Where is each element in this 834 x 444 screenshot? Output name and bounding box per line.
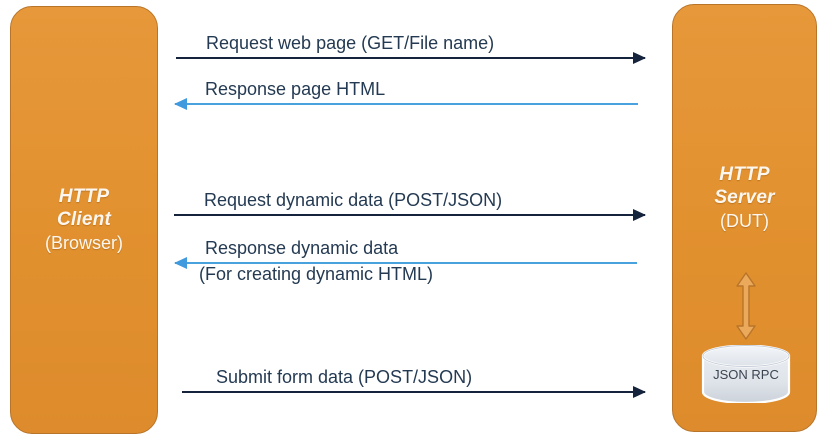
arrow-head-right-icon — [633, 52, 646, 64]
server-to-store-double-arrow-icon — [735, 272, 757, 340]
message-label: Submit form data (POST/JSON) — [216, 367, 473, 387]
server-subtitle: (DUT) — [720, 211, 769, 231]
arrow-head-left-icon — [174, 257, 187, 269]
arrow-head-left-icon — [174, 98, 187, 110]
http-client-actor: HTTP Client (Browser) — [10, 6, 158, 434]
client-title-line2: Client — [57, 209, 111, 230]
message-line — [175, 262, 637, 264]
server-label-stack: HTTP Server (DUT) — [673, 163, 816, 233]
message-line — [176, 57, 645, 59]
message-label-secondary: (For creating dynamic HTML) — [199, 264, 434, 284]
message-label: Response dynamic data — [205, 238, 399, 258]
client-subtitle: (Browser) — [44, 233, 123, 253]
arrow-head-right-icon — [633, 386, 646, 398]
json-rpc-database-icon: JSON RPC — [700, 344, 792, 405]
message-line — [182, 391, 645, 393]
client-label-stack: HTTP Client (Browser) — [45, 185, 123, 255]
server-title-line1: HTTP — [719, 164, 770, 185]
arrow-head-right-icon — [633, 209, 646, 221]
message-label: Response page HTML — [205, 79, 386, 99]
message-label: Request web page (GET/File name) — [206, 33, 495, 53]
message-line — [174, 214, 645, 216]
message-label: Request dynamic data (POST/JSON) — [204, 190, 503, 210]
server-title-line2: Server — [714, 187, 775, 208]
message-line — [175, 103, 638, 105]
client-title-line1: HTTP — [58, 186, 110, 207]
